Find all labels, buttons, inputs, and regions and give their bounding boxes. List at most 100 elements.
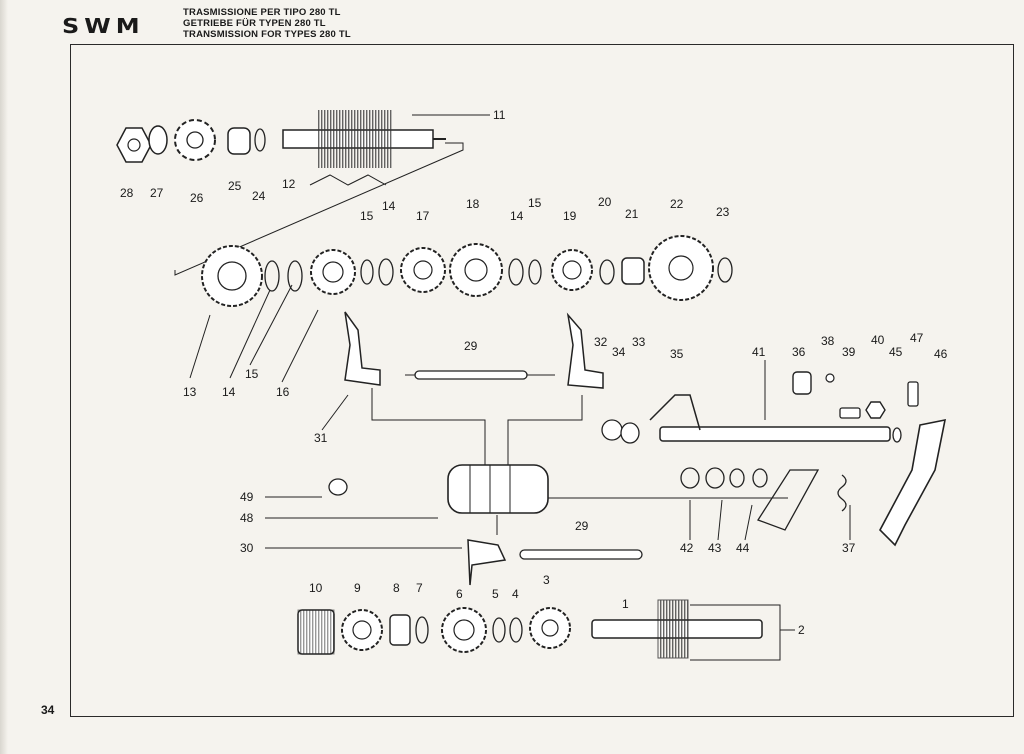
callout-c29b: 29: [575, 519, 589, 533]
callout-c29a: 29: [464, 339, 478, 353]
callout-c13: 13: [183, 385, 197, 399]
shift-lever-46: [879, 418, 947, 547]
swm-logo: SWM: [62, 14, 145, 38]
callout-c21: 21: [625, 207, 639, 221]
drum-48: [447, 464, 549, 514]
page-number: 34: [41, 703, 55, 717]
callout-c14c: 14: [222, 385, 236, 399]
washer-43: [729, 468, 745, 488]
title-german: GETRIEBE FÜR TYPEN 280 TL: [183, 18, 326, 29]
callout-c15c: 15: [245, 367, 259, 381]
callout-c43: 43: [708, 541, 722, 555]
washer-49: [328, 478, 348, 496]
callout-c15b: 15: [528, 196, 542, 210]
circlip-42a: [680, 467, 700, 489]
callout-c32: 32: [594, 335, 608, 349]
callout-c3: 3: [543, 573, 550, 587]
gear-2: [657, 599, 689, 659]
callout-c48: 48: [240, 511, 254, 525]
spring-37: [837, 474, 847, 512]
callout-c39: 39: [842, 345, 856, 359]
callout-c7: 7: [416, 581, 423, 595]
callout-c27: 27: [150, 186, 164, 200]
callout-c25: 25: [228, 179, 242, 193]
callout-c31: 31: [314, 431, 328, 445]
callout-c41: 41: [752, 345, 766, 359]
title-italian: TRASMISSIONE PER TIPO 280 TL: [183, 7, 341, 18]
leader-lines: [174, 114, 851, 661]
callout-c16: 16: [276, 385, 290, 399]
callout-c15a: 15: [360, 209, 374, 223]
gear-row-middle: [201, 235, 733, 307]
callout-c45: 45: [889, 345, 903, 359]
callout-c40: 40: [871, 333, 885, 347]
callout-c26: 26: [190, 191, 204, 205]
page-title-block: TRASMISSIONE PER TIPO 280 TL GETRIEBE FÜ…: [183, 7, 351, 40]
nut-40: [865, 401, 886, 419]
gear-row-lower: [297, 599, 763, 659]
rod-29-lower: [519, 549, 643, 560]
fork-31-left: [344, 311, 381, 386]
washer-33: [620, 422, 640, 444]
callout-c14a: 14: [382, 199, 396, 213]
callout-c47: 47: [910, 331, 924, 345]
shaft-41: [659, 426, 891, 442]
return-plate: [757, 469, 820, 531]
bearing-21: [621, 257, 645, 285]
callout-c44: 44: [736, 541, 750, 555]
callout-c14b: 14: [510, 209, 524, 223]
circlip-42b: [705, 467, 725, 489]
rod-29-upper: [414, 370, 528, 380]
callout-c46: 46: [934, 347, 948, 361]
pawl-36: [792, 371, 812, 395]
binding-gutter: [0, 0, 8, 754]
callout-c5: 5: [492, 587, 499, 601]
title-english: TRANSMISSION FOR TYPES 280 TL: [183, 29, 351, 40]
callout-c42: 42: [680, 541, 694, 555]
spring-34: [601, 419, 623, 441]
fork-31-right: [566, 312, 604, 389]
pin-39: [839, 407, 861, 419]
callout-c6: 6: [456, 587, 463, 601]
callout-c24: 24: [252, 189, 266, 203]
callout-c11: 11: [493, 108, 506, 122]
callout-c9: 9: [354, 581, 361, 595]
callout-c28: 28: [120, 186, 134, 200]
callout-c30: 30: [240, 541, 254, 555]
diagram-frame: [70, 44, 1014, 717]
callout-c38: 38: [821, 334, 835, 348]
callout-c18: 18: [466, 197, 480, 211]
bolt-47: [907, 381, 919, 407]
callout-c10: 10: [309, 581, 323, 595]
callout-c17: 17: [416, 209, 430, 223]
shift-mechanism: [328, 311, 643, 586]
bearing-8: [389, 614, 411, 646]
washer-44: [752, 468, 768, 488]
callout-c33: 33: [632, 335, 646, 349]
callout-c12: 12: [282, 177, 296, 191]
callout-c8: 8: [393, 581, 400, 595]
callout-c35: 35: [670, 347, 684, 361]
washer-27: [148, 125, 168, 155]
sprocket-26: [174, 119, 216, 161]
bushing-25: [227, 127, 251, 155]
callout-c20: 20: [598, 195, 612, 209]
callout-c22: 22: [670, 197, 684, 211]
upper-shaft-assembly: [116, 110, 446, 168]
seal-24: [254, 128, 266, 152]
callout-c36: 36: [792, 345, 806, 359]
callout-c34: 34: [612, 345, 626, 359]
fork-30: [467, 539, 507, 586]
clip-38: [825, 373, 835, 383]
callout-c1: 1: [622, 597, 629, 611]
callout-c4: 4: [512, 587, 519, 601]
callout-c37: 37: [842, 541, 856, 555]
callout-c49: 49: [240, 490, 254, 504]
selector-shaft-assembly: [649, 371, 947, 547]
callout-c19: 19: [563, 209, 577, 223]
washer-45: [892, 427, 902, 443]
gears-12: [318, 110, 392, 168]
callout-c2: 2: [798, 623, 805, 637]
